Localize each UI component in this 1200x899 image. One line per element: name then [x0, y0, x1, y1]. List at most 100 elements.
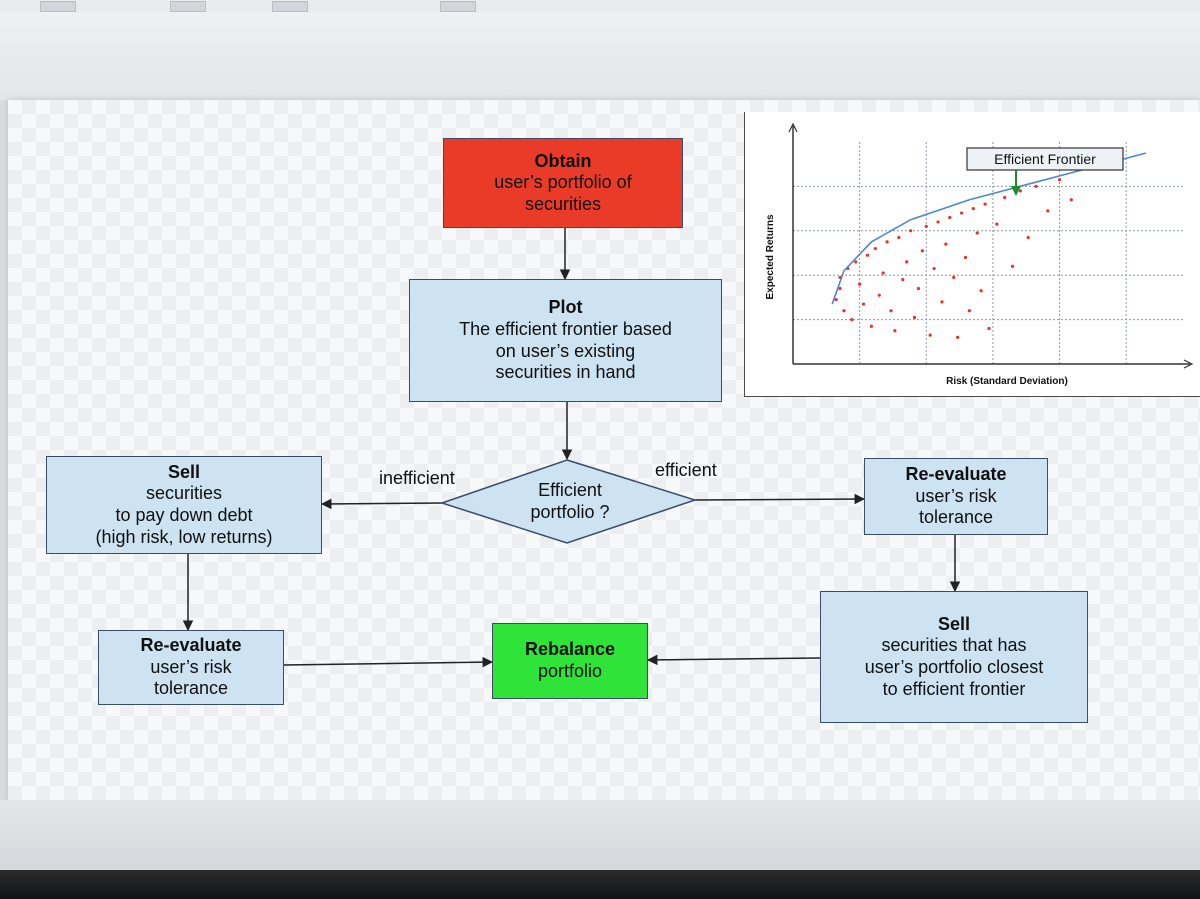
scatter-point	[979, 289, 983, 293]
plot-box: Plot The efficient frontier based on use…	[409, 279, 722, 402]
edge-decision-reeval	[694, 493, 866, 505]
sell-debt-title: Sell	[167, 461, 201, 482]
reeval-right-line-2: tolerance	[918, 507, 994, 528]
scatter-point	[873, 246, 877, 251]
toolbar-button[interactable]	[170, 1, 206, 12]
reeval-left-line-2: tolerance	[153, 678, 229, 699]
edge-decision-sell	[320, 498, 443, 510]
scatter-point	[885, 240, 889, 244]
scatter-point	[881, 271, 885, 275]
plot-title: Plot	[548, 297, 583, 318]
x-axis-label: Risk (Standard Deviation)	[946, 376, 1068, 387]
y-axis-arrow	[788, 122, 798, 133]
scatter-point	[858, 282, 862, 286]
decision-line-1: Efficient	[538, 480, 602, 500]
scatter-point	[901, 278, 905, 282]
scatter-point	[834, 298, 838, 302]
scatter-point	[963, 255, 968, 260]
efficient-frontier-chart: Efficient Frontier Risk (Standard Deviat…	[744, 112, 1200, 397]
sell-frontier-line-1: securities that has	[881, 635, 1027, 656]
chart-svg: Efficient Frontier Risk (Standard Deviat…	[765, 122, 1194, 387]
frontier-curve	[831, 152, 1147, 305]
scatter-point	[920, 249, 924, 253]
obtain-box: Obtain user’s portfolio of securities	[443, 138, 683, 228]
scatter-point	[842, 309, 846, 313]
scatter-point	[948, 215, 952, 220]
plot-line-2: on user’s existing	[495, 340, 636, 361]
sell-debt-line-1: securities	[145, 483, 223, 504]
obtain-line-1: user’s portfolio of	[494, 172, 632, 193]
scatter-point	[850, 318, 854, 322]
toolbar-button[interactable]	[40, 1, 76, 12]
reeval-right-line-1: user’s risk	[915, 485, 997, 506]
edge-label-inefficient: inefficient	[379, 468, 455, 488]
rebalance-title: Rebalance	[524, 639, 616, 660]
scatter-point	[971, 207, 975, 211]
ribbon-area	[0, 12, 1200, 100]
scatter-point	[987, 326, 991, 331]
edge-label-efficient: efficient	[655, 460, 717, 480]
scatter-point	[877, 293, 881, 297]
decision-line-2: portfolio ?	[530, 501, 610, 522]
sell-frontier-title: Sell	[937, 613, 971, 634]
scatter-point	[967, 309, 971, 313]
toolbar-button[interactable]	[272, 1, 308, 12]
scatter-point	[912, 315, 917, 319]
edge-sellfrontier-rebalance	[646, 654, 821, 666]
scatter-point	[1026, 235, 1030, 240]
scatter-point	[889, 309, 893, 313]
scatter-point	[959, 211, 964, 215]
reeval-right-box: Re-evaluate user’s risk tolerance	[864, 458, 1048, 535]
reeval-left-line-1: user’s risk	[150, 656, 232, 677]
scatter-point	[861, 302, 866, 306]
plot-line-1: The efficient frontier based	[459, 318, 672, 339]
scatter-point	[1069, 198, 1073, 202]
annotation-arrowhead	[1011, 186, 1021, 196]
scatter-point	[1003, 195, 1007, 200]
sell-frontier-line-3: to efficient frontier	[882, 678, 1026, 699]
rebalance-box: Rebalance portfolio	[492, 623, 648, 699]
annotation-box	[966, 147, 1124, 171]
reeval-right-title: Re-evaluate	[905, 464, 1007, 485]
scatter-point	[854, 260, 858, 264]
scatter-point	[865, 253, 870, 257]
scatter-point	[936, 220, 940, 224]
scatter-point	[940, 300, 944, 304]
scatter-point	[932, 266, 936, 271]
decision-label: Efficient portfolio ?	[470, 480, 670, 523]
plot-line-3: securities in hand	[495, 362, 636, 383]
scatter-point	[893, 329, 897, 333]
decision-diamond	[439, 459, 698, 544]
scatter-point	[983, 202, 987, 206]
scatter-point	[924, 224, 928, 228]
scatter-point	[975, 231, 979, 235]
scatter-point	[869, 324, 873, 328]
scatter-point	[956, 335, 960, 339]
reeval-left-title: Re-evaluate	[140, 635, 242, 656]
notes-area	[0, 800, 1200, 870]
scatter-point	[952, 275, 956, 280]
sell-debt-line-2: to pay down debt	[115, 505, 253, 525]
sell-frontier-line-2: user’s portfolio closest	[864, 657, 1044, 677]
scatter-point	[928, 333, 932, 337]
scatter-point	[909, 229, 913, 233]
scatter-point	[838, 286, 842, 291]
chart-grid	[793, 142, 1185, 364]
sell-debt-line-3: (high risk, low returns)	[95, 526, 273, 547]
reeval-left-box: Re-evaluate user’s risk tolerance	[98, 630, 284, 705]
scatter-point	[1034, 184, 1038, 188]
scatter-point	[916, 286, 921, 291]
chart-points	[834, 178, 1073, 339]
scatter-point	[1046, 209, 1050, 213]
scatter-point	[905, 260, 909, 264]
toolbar-button[interactable]	[440, 1, 476, 12]
x-axis-arrow	[1183, 359, 1194, 369]
scatter-point	[1057, 178, 1062, 182]
scatter-point	[944, 242, 948, 246]
sell-debt-box: Sell securities to pay down debt (high r…	[46, 456, 322, 554]
obtain-line-2: securities	[524, 193, 602, 214]
y-axis-label: Expected Returns	[765, 214, 776, 299]
edge-reeval-rebalance	[283, 656, 494, 668]
sell-frontier-box: Sell securities that has user’s portfoli…	[820, 591, 1088, 723]
